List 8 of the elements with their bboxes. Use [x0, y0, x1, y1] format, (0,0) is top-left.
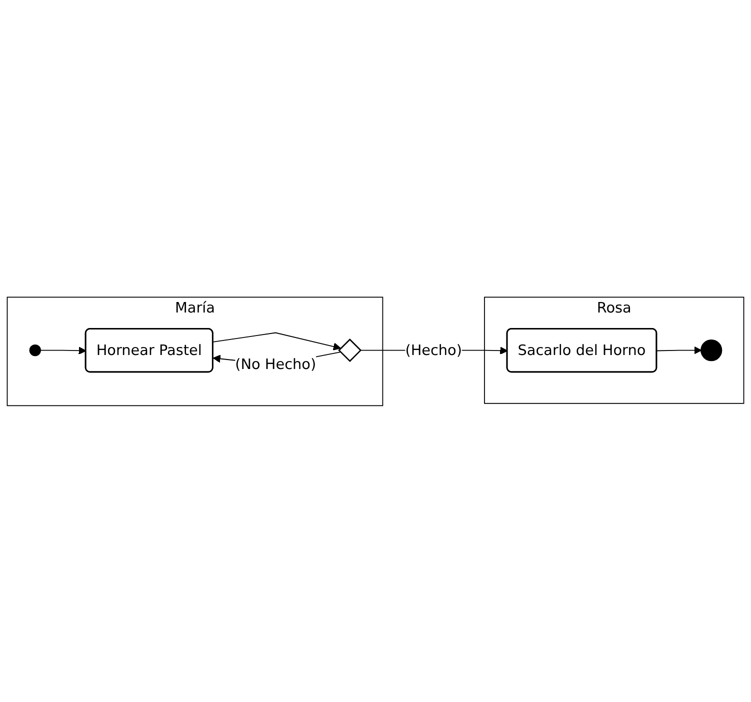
arrow [656, 346, 702, 354]
node-circle [29, 344, 41, 356]
node-diamond [338, 338, 362, 362]
edge-label: (Hecho) [405, 340, 462, 358]
edge-label: (No Hecho) [235, 355, 316, 372]
arrow [40, 346, 86, 354]
arrow [212, 332, 342, 350]
node-circle [700, 339, 722, 361]
